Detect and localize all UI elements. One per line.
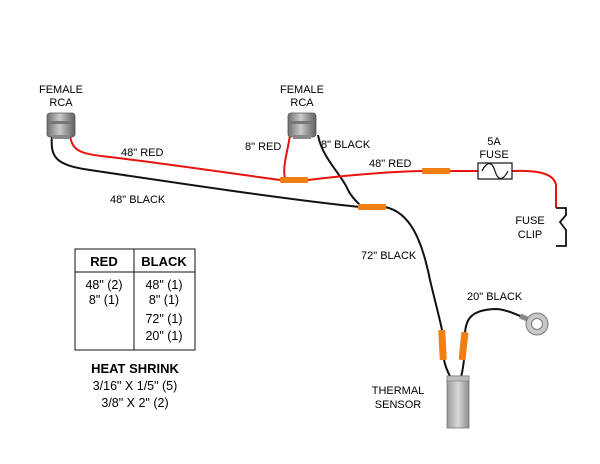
fuse-clip-label-line2: CLIP <box>518 229 542 241</box>
heat-shrink-item: 3/8" X 2" (2) <box>101 396 168 410</box>
heat-shrink-title: HEAT SHRINK <box>91 361 179 376</box>
wire-label-red-48-left: 48" RED <box>121 147 163 159</box>
wire-black-8 <box>317 134 363 208</box>
wire-black-20 <box>464 307 526 334</box>
wire-label-black-48: 48" BLACK <box>110 194 166 206</box>
wire-black-48 <box>50 134 361 208</box>
heat-shrink-sensor-right <box>458 331 469 361</box>
rca-left-connector <box>46 112 76 139</box>
heat-shrink-item: 3/16" X 1/5" (5) <box>93 379 178 393</box>
table-cell-red: 8" (1) <box>89 293 119 307</box>
rca-mid-label-line1: FEMALE <box>280 84 324 96</box>
rca-mid-label-line2: RCA <box>290 97 314 109</box>
table-cell-black: 48" (1) <box>145 278 182 292</box>
thermal-sensor <box>446 375 470 429</box>
thermal-label-line1: THERMAL <box>372 385 425 397</box>
wire-red-48-right <box>307 170 423 181</box>
heat-shrink-left <box>280 177 308 183</box>
wire-red-48-left <box>69 134 281 181</box>
fuse-symbol <box>477 162 513 180</box>
heat-shrink-junction <box>358 204 386 210</box>
parts-table: RED BLACK 48" (2) 8" (1) 48" (1) 8" (1) … <box>74 248 196 351</box>
wire-black-72 <box>384 206 443 331</box>
fuse-clip <box>556 207 567 247</box>
rca-left-label-line1: FEMALE <box>39 84 83 96</box>
wire-red-fuse-to-clip <box>511 169 557 208</box>
heat-shrink-right <box>422 168 450 174</box>
fuse-label-line1: 5A <box>487 136 501 148</box>
table-cell-black: 20" (1) <box>145 329 182 343</box>
fuse-label-line2: FUSE <box>479 149 508 161</box>
wire-label-black-20: 20" BLACK <box>467 291 523 303</box>
table-cell-black: 8" (1) <box>149 293 179 307</box>
table-cell-red: 48" (2) <box>85 278 122 292</box>
thermal-label-line2: SENSOR <box>375 399 422 411</box>
table-header-black: BLACK <box>141 254 187 269</box>
rca-left-label-line2: RCA <box>49 97 73 109</box>
fuse-clip-label-line1: FUSE <box>515 215 544 227</box>
wire-label-red-8: 8" RED <box>245 141 281 153</box>
table-cell-black: 72" (1) <box>145 312 182 326</box>
table-header-red: RED <box>90 254 117 269</box>
ring-terminal <box>519 312 549 336</box>
rca-mid-connector <box>287 112 317 139</box>
wire-label-black-72: 72" BLACK <box>361 250 417 262</box>
wire-red-8 <box>283 134 291 179</box>
wire-label-black-8: 8" BLACK <box>321 139 371 151</box>
heat-shrink-sensor-left <box>438 329 447 361</box>
wire-label-red-48-right: 48" RED <box>369 158 411 170</box>
